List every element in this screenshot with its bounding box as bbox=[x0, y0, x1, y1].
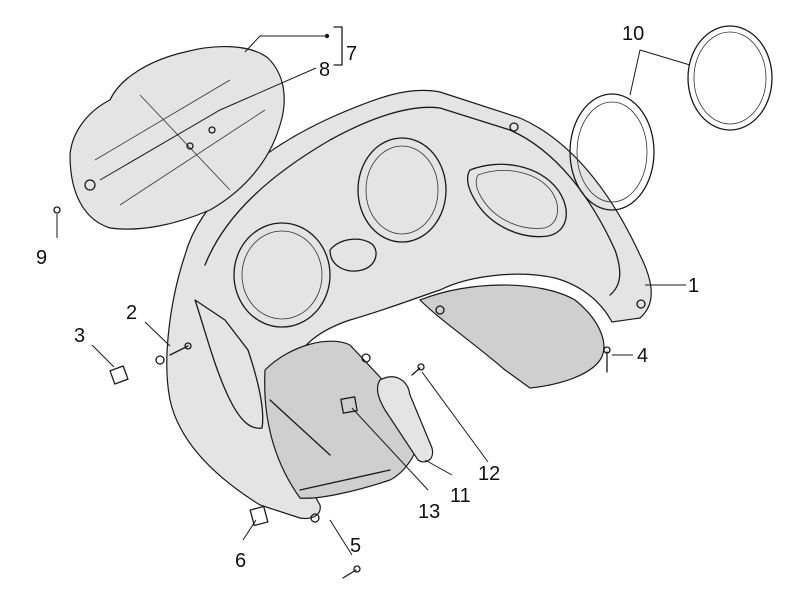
shell-pocket-edge bbox=[269, 399, 391, 491]
shell-screw-hole-center bbox=[435, 305, 445, 315]
shell-inner-rim bbox=[204, 106, 621, 296]
screw-2 bbox=[169, 342, 192, 356]
shell-window bbox=[467, 163, 567, 238]
cover-11 bbox=[376, 376, 434, 463]
clip-6 bbox=[249, 505, 269, 527]
clip-13 bbox=[340, 396, 358, 414]
shell-screw-hole-top bbox=[509, 122, 519, 132]
callout-1: 1 bbox=[688, 275, 699, 297]
screw-5 bbox=[342, 565, 361, 579]
callout-8: 8 bbox=[319, 59, 330, 81]
callout-12: 12 bbox=[478, 463, 500, 485]
cluster-screw-a bbox=[186, 142, 194, 150]
cluster-mount-left bbox=[84, 179, 96, 191]
clip-3 bbox=[109, 365, 129, 385]
cluster-lens-line-a bbox=[94, 79, 231, 161]
shell-window-inner bbox=[475, 170, 558, 229]
screw-4 bbox=[603, 346, 611, 373]
trim-ring-small bbox=[569, 93, 655, 211]
shell-screw-hole-left bbox=[155, 355, 165, 365]
shell-right-dome bbox=[418, 284, 605, 389]
screw-9 bbox=[53, 206, 61, 214]
callout-13: 13 bbox=[418, 501, 440, 523]
shell-center-slot bbox=[329, 238, 377, 272]
shell-gauge-right bbox=[357, 137, 447, 243]
dashboard-shell bbox=[155, 89, 652, 523]
callout-9: 9 bbox=[36, 247, 47, 269]
callout-7: 7 bbox=[346, 43, 357, 65]
instrument-cluster bbox=[69, 46, 285, 230]
shell-screw-hole-mid bbox=[361, 353, 371, 363]
callout-4: 4 bbox=[637, 345, 648, 367]
shell-screw-hole-right bbox=[636, 299, 646, 309]
callout-5: 5 bbox=[350, 535, 361, 557]
cluster-lens-line-b bbox=[119, 109, 266, 206]
shell-screw-hole-bottom bbox=[310, 513, 320, 523]
callout-3: 3 bbox=[74, 325, 85, 347]
screw-12 bbox=[411, 363, 425, 376]
cluster-screw-b bbox=[208, 126, 216, 134]
callout-labels: 1 2 3 4 5 6 7 8 9 10 11 12 13 bbox=[36, 23, 699, 572]
shell-gauge-left bbox=[233, 222, 331, 328]
cluster-housing bbox=[69, 46, 285, 230]
shell-left-fin bbox=[194, 299, 264, 429]
cluster-lens-line-c bbox=[139, 94, 231, 191]
callout-6: 6 bbox=[235, 550, 246, 572]
leader-lines bbox=[56, 35, 691, 556]
callout-10: 10 bbox=[622, 23, 644, 45]
callout-11: 11 bbox=[450, 485, 471, 507]
shell-body bbox=[166, 89, 652, 520]
trim-ring-large bbox=[687, 25, 773, 131]
callout-2: 2 bbox=[126, 302, 137, 324]
